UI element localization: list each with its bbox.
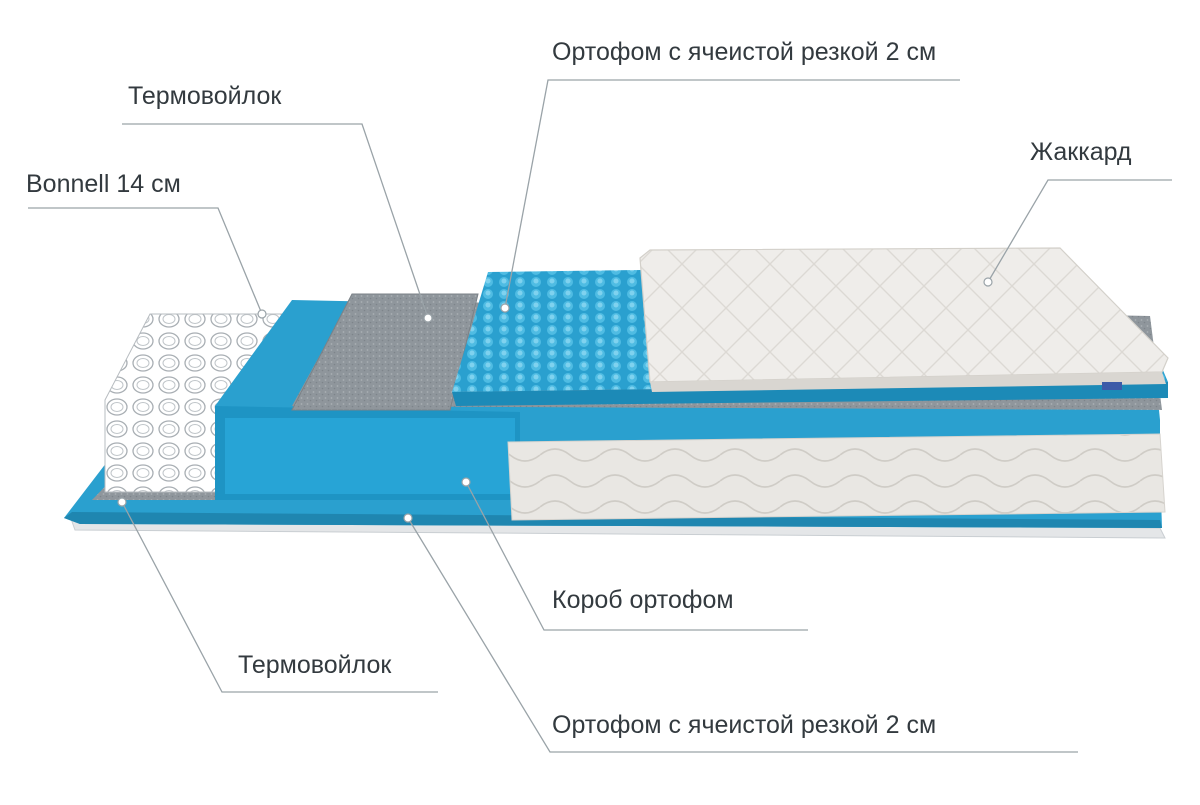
anchor-dot-bottom-ortofom xyxy=(403,513,413,523)
brand-tag xyxy=(1102,382,1122,390)
label-korob: Короб ортофом xyxy=(552,586,734,614)
anchor-dots xyxy=(117,277,993,523)
label-top-ortofom: Ортофом с ячеистой резкой 2 см xyxy=(552,38,937,66)
anchor-dot-bonnell xyxy=(257,309,267,319)
leader-bottom-ortofom xyxy=(407,517,1078,753)
label-top-termovoylok: Термовойлок xyxy=(128,82,282,110)
leader-korob xyxy=(465,481,808,631)
leader-jacquard xyxy=(987,179,1172,283)
anchor-dot-jacquard xyxy=(983,277,993,287)
top-felt-layer xyxy=(291,293,479,411)
label-bottom-termovoylok: Термовойлок xyxy=(238,651,392,679)
side-jacquard-panel xyxy=(507,433,1166,521)
label-bottom-ortofom: Ортофом с ячеистой резкой 2 см xyxy=(552,711,937,739)
jacquard-top-cover xyxy=(639,247,1169,383)
anchor-dot-top-termovoylok xyxy=(423,313,433,323)
leader-top-ortofom xyxy=(504,79,960,309)
leader-lines xyxy=(28,79,1172,753)
anchor-dot-korob xyxy=(461,477,471,487)
leader-bottom-termovoylok xyxy=(121,501,438,693)
label-bonnell: Bonnell 14 см xyxy=(26,170,181,198)
anchor-dot-bottom-termovoylok xyxy=(117,497,127,507)
leader-bonnell xyxy=(28,207,263,315)
anchor-dot-top-ortofom xyxy=(500,303,510,313)
leader-top-termovoylok xyxy=(122,123,429,319)
label-jacquard: Жаккард xyxy=(1030,138,1132,166)
